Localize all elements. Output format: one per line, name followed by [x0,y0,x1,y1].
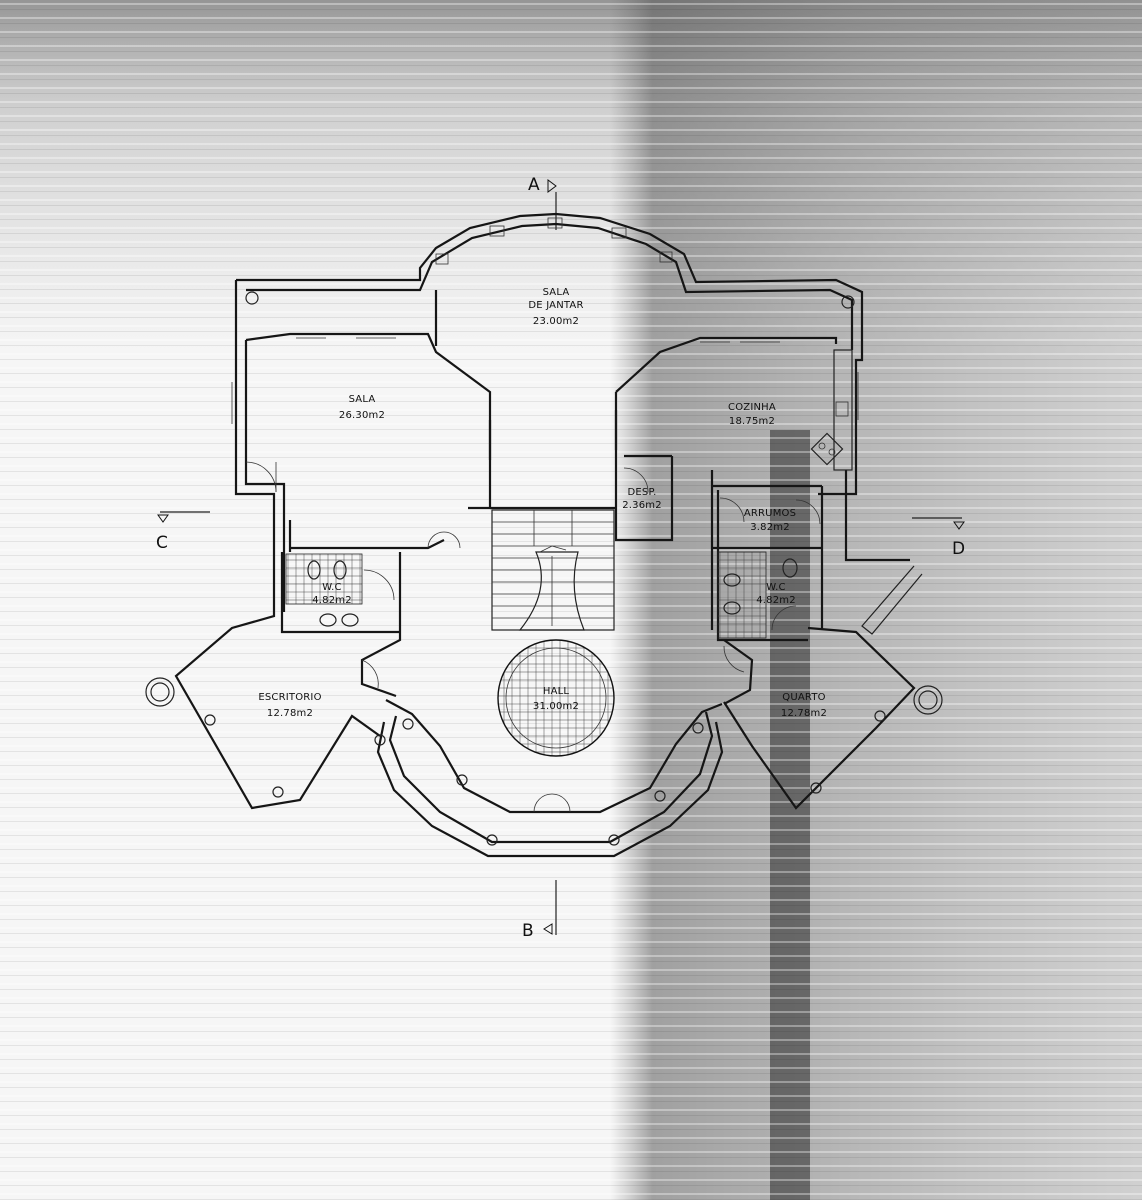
room-sala-jantar-name-2: DE JANTAR [528,300,583,311]
exterior-walls [174,212,916,858]
interior-walls [245,290,923,705]
room-hall-name: HALL [543,686,570,697]
room-sala-name: SALA [349,394,376,405]
columns [145,291,943,846]
section-d-label: D [952,539,965,559]
section-letters: A B C D [156,175,965,941]
section-a-label: A [528,175,540,195]
room-desp-area: 2.36m2 [622,500,662,511]
room-desp-name: DESP. [627,487,656,498]
windows [231,217,859,424]
room-wc-right-name: W.C [766,582,786,593]
room-wc-right-area: 4.82m2 [756,595,796,606]
room-sala-jantar-name: SALA [543,287,570,298]
room-quarto-name: QUARTO [782,692,825,703]
room-cozinha-area: 18.75m2 [729,416,775,427]
section-c-label: C [156,533,168,553]
section-b-label: B [522,921,534,941]
room-wc-left-name: W.C [322,582,342,593]
room-sala-jantar-area: 23.00m2 [533,316,579,327]
room-sala-area: 26.30m2 [339,410,385,421]
room-labels: SALA DE JANTAR 23.00m2 SALA 26.30m2 COZI… [258,287,827,719]
room-quarto-area: 12.78m2 [781,708,827,719]
room-wc-left-area: 4.82m2 [312,595,352,606]
kitchen-fixtures [810,349,853,471]
room-arrumos-name: ARRUMOS [744,508,796,519]
room-escritorio-name: ESCRITORIO [258,692,321,703]
staircase [491,509,615,631]
bathroom-fixtures [285,551,798,639]
hall-medallion [497,639,615,757]
room-cozinha-name: COZINHA [728,402,776,413]
doors [245,410,821,813]
room-escritorio-area: 12.78m2 [267,708,313,719]
room-arrumos-area: 3.82m2 [750,522,790,533]
room-hall-area: 31.00m2 [533,701,579,712]
